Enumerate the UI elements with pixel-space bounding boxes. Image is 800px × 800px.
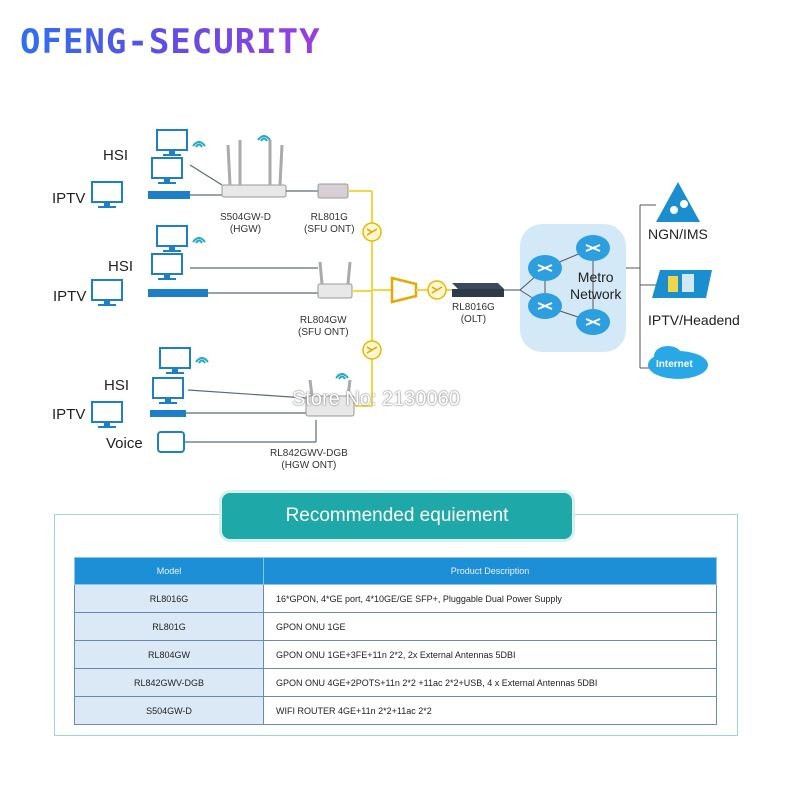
iptv-headend-label: IPTV/Headend (648, 312, 740, 328)
main-splitter-icon (390, 276, 418, 304)
desc-cell: 16*GPON, 4*GE port, 4*10GE/GE SFP+, Plug… (263, 584, 717, 613)
table-row: RL8016G 16*GPON, 4*GE port, 4*10GE/GE SF… (74, 584, 717, 613)
col-desc-header: Product Description (263, 557, 717, 585)
desc-cell: GPON ONU 1GE (263, 612, 717, 641)
row2-hsi-pc (156, 225, 206, 253)
recommend-title: Recommended equiement (222, 493, 572, 539)
rl801-caption: RL801G(SFU ONT) (304, 212, 355, 235)
internet-label: Internet (656, 359, 693, 370)
model-cell: RL842GWV-DGB (74, 668, 264, 697)
row3-iptv-label: IPTV (52, 406, 86, 423)
s504-caption: S504GW-D(HGW) (220, 212, 271, 235)
model-cell: S504GW-D (74, 696, 264, 725)
table-row: RL804GW GPON ONU 1GE+3FE+11n 2*2, 2x Ext… (74, 640, 717, 669)
brand-logo: OFENG-SECURITY (20, 22, 321, 62)
splitter-icon-1 (362, 222, 382, 242)
row2-pc2 (151, 253, 183, 281)
row1-hsi-label: HSI (103, 147, 129, 164)
rl804gw-ont (317, 261, 353, 299)
table-row: S504GW-D WIFI ROUTER 4GE+11n 2*2+11ac 2*… (74, 696, 717, 725)
row1-iptv-label: IPTV (52, 190, 86, 207)
spec-table: Model Product Description RL8016G 16*GPO… (74, 557, 717, 725)
row2-stb (148, 289, 208, 297)
metro-network-cloud (519, 224, 626, 352)
network-diagram (91, 129, 712, 453)
desc-cell: GPON ONU 4GE+2POTS+11n 2*2 +11ac 2*2+USB… (263, 668, 717, 697)
row3-voice-label: Voice (106, 435, 143, 452)
table-row: RL842GWV-DGB GPON ONU 4GE+2POTS+11n 2*2 … (74, 668, 717, 697)
splitter-icon-2 (362, 340, 382, 360)
row3-phone (157, 431, 185, 453)
model-cell: RL804GW (74, 640, 264, 669)
store-watermark: Store No: 2130060 (292, 388, 460, 410)
desc-cell: GPON ONU 1GE+3FE+11n 2*2, 2x External An… (263, 640, 717, 669)
olt-caption: RL8016G(OLT) (452, 302, 495, 325)
rl842gwv-ont (305, 373, 355, 417)
olt-device (452, 283, 504, 297)
desc-cell: WIFI ROUTER 4GE+11n 2*2+11ac 2*2 (263, 696, 717, 725)
row2-iptv-tv (91, 279, 123, 307)
col-model-header: Model (74, 557, 264, 585)
ngn-ims-label: NGN/IMS (648, 226, 708, 242)
iptv-headend-icon (652, 270, 712, 298)
row3-iptv-tv (91, 401, 123, 429)
s504gw-router (221, 135, 287, 198)
row3-pc2 (152, 377, 184, 405)
table-row: RL801G GPON ONU 1GE (74, 612, 717, 641)
row1-iptv-tv (91, 181, 123, 209)
row1-hsi-pc (156, 129, 206, 157)
internet-icon (648, 346, 708, 379)
row2-iptv-label: IPTV (53, 288, 87, 305)
row1-stb (148, 191, 190, 199)
row3-hsi-pc (159, 347, 209, 375)
model-cell: RL8016G (74, 584, 264, 613)
ngn-ims-icon (656, 182, 700, 222)
splitter-icon-3 (427, 280, 447, 300)
rl842-caption: RL842GWV-DGB(HGW ONT) (270, 448, 348, 471)
row1-pc2 (151, 157, 183, 185)
model-cell: RL801G (74, 612, 264, 641)
row3-hsi-label: HSI (104, 377, 130, 394)
rl804-caption: RL804GW(SFU ONT) (298, 315, 349, 338)
rl801g-ont (317, 183, 349, 199)
row2-hsi-label: HSI (108, 258, 134, 275)
